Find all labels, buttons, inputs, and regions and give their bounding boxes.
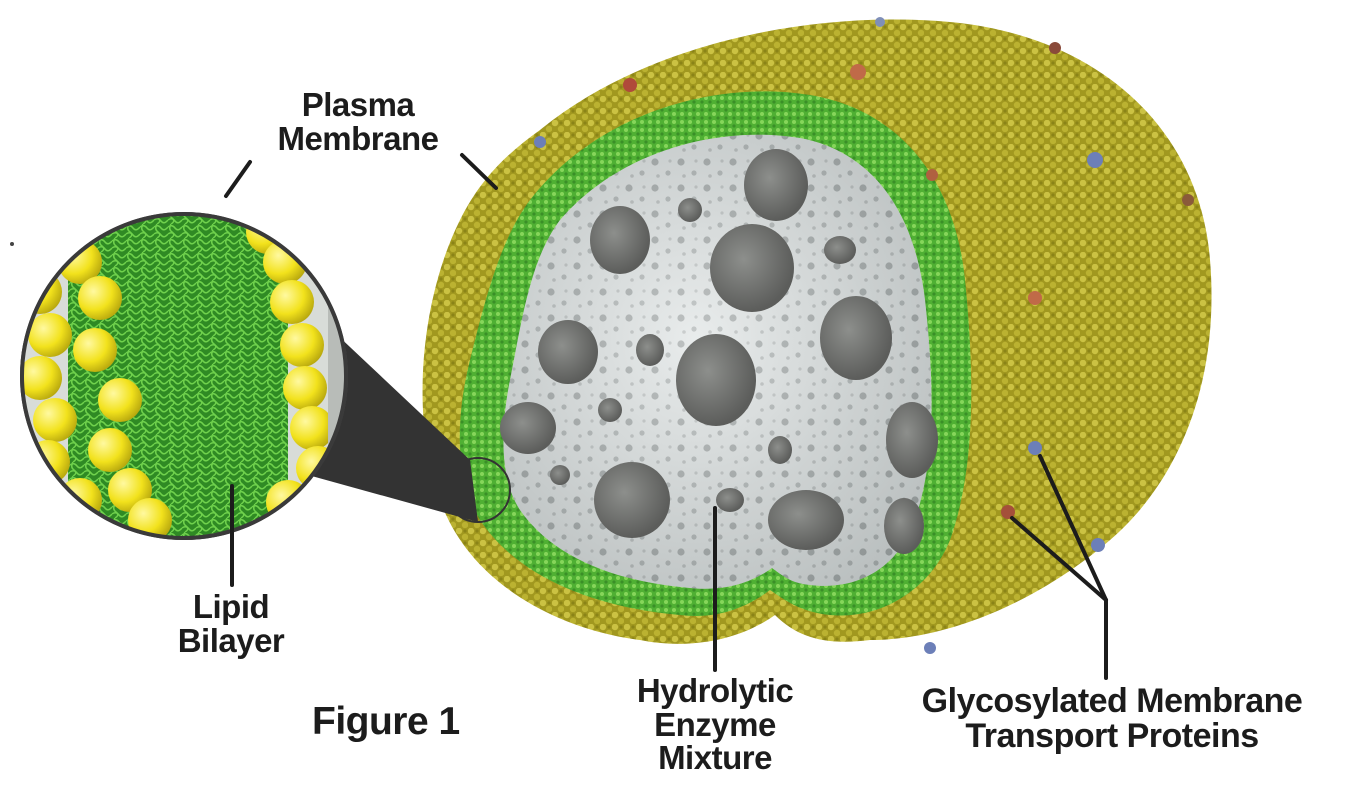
plasma-membrane-label: Plasma Membrane <box>248 88 468 155</box>
plasma-membrane-leader-2 <box>226 162 250 196</box>
glycosylated-proteins-label: Glycosylated Membrane Transport Proteins <box>872 684 1352 753</box>
figure-label: Figure 1 <box>312 702 512 742</box>
lipid-bilayer-label: Lipid Bilayer <box>146 590 316 657</box>
hydrolytic-enzyme-label: Hydrolytic Enzyme Mixture <box>585 674 845 775</box>
lysosome-body <box>423 17 1212 654</box>
lipid-bilayer-inset <box>18 210 358 542</box>
plasma-membrane-leader <box>462 155 496 188</box>
